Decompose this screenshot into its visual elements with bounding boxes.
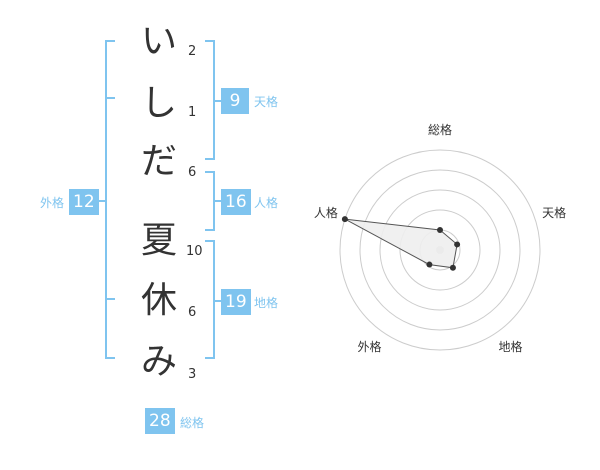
gaikaku-label: 外格 [40,196,65,210]
radar-ring-4 [399,209,481,291]
name-char-3: だ [140,141,177,182]
soukaku-value-badge: 28 [145,408,175,434]
stroke-count-5: 6 [188,305,197,320]
name-char-1: い [140,21,177,62]
radar-label-3: 地格 [498,339,522,354]
radar-point-4 [426,261,433,268]
radar-points [341,216,461,271]
tenkaku-tick [213,100,221,102]
stroke-count-2: 1 [188,105,197,120]
chikaku-label: 地格 [254,296,279,310]
radar-label-5: 人格 [314,205,338,220]
tenkaku-value-badge: 9 [221,88,249,114]
tenkaku-label: 天格 [254,95,279,109]
name-char-4: 夏 [140,220,177,261]
radar-ring-1 [339,149,541,351]
stroke-count-3: 6 [188,165,197,180]
stroke-count-1: 2 [188,44,197,59]
stroke-count-6: 3 [188,367,197,382]
gaikaku-value-badge: 12 [69,189,99,215]
radar-label-2: 天格 [542,205,566,220]
radar-ring-3 [379,189,501,311]
radar-point-1 [437,227,443,233]
name-char-6: み [140,341,177,382]
name-char-5: 休 [140,280,177,321]
radar-point-2 [454,241,461,248]
name-char-2: し [140,83,177,124]
radar-ring-2 [359,169,521,331]
gaikaku-tick [97,200,107,202]
gaikaku-mid-tick-1 [105,97,115,99]
chikaku-tick [213,300,221,302]
radar-point-3 [449,264,456,271]
jinkaku-label: 人格 [254,196,279,210]
soukaku-label: 総格 [180,416,205,430]
chikaku-bracket [205,240,215,359]
radar-label-4: 外格 [357,339,381,354]
chikaku-value-badge: 19 [221,289,251,315]
radar-rings [339,149,541,351]
jinkaku-value-badge: 16 [221,189,251,215]
radar-polygon [344,218,458,269]
radar-label-1: 総格 [428,122,452,137]
radar-point-5 [341,216,348,223]
gaikaku-bracket [105,40,115,359]
gaikaku-mid-tick-2 [105,298,115,300]
jinkaku-tick [213,200,221,202]
radar-area [344,218,458,269]
stroke-count-4: 10 [186,244,203,259]
